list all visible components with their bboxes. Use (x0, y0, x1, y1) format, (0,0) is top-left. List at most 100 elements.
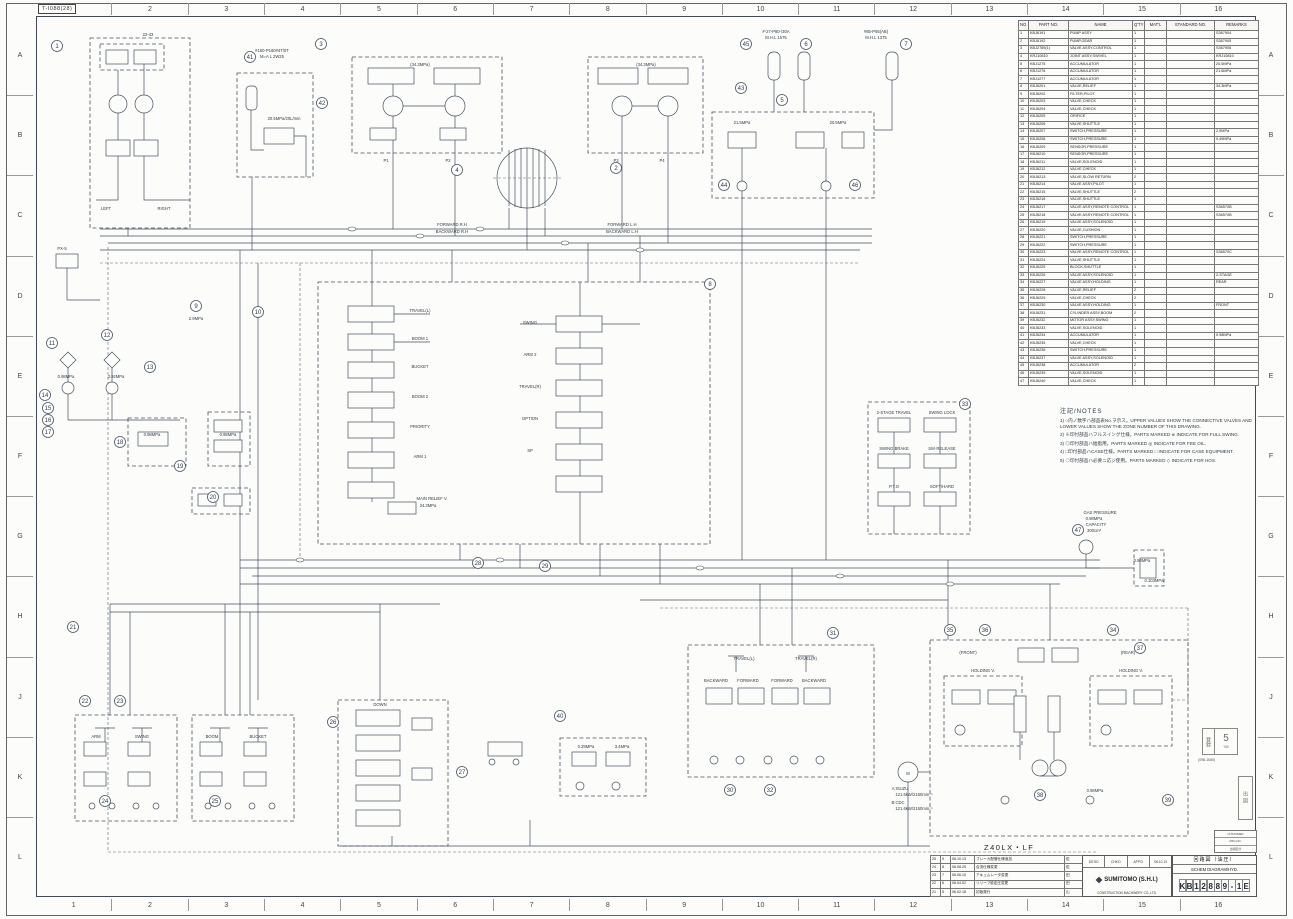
grid-label: 9 (645, 3, 722, 15)
svg-text:24: 24 (102, 799, 109, 805)
company-subtitle: CONSTRUCTION MACHINERY CO.,LTD. (1097, 891, 1157, 895)
item-balloon-36: 36 (979, 624, 991, 636)
grid-label: 11 (798, 3, 874, 15)
grid-label: L (7, 816, 33, 897)
grid-label: B (1258, 95, 1284, 175)
schematic-label: (34.3MPa) (636, 62, 656, 67)
grid-label: 4 (263, 899, 340, 911)
grid-label: L (1258, 816, 1284, 897)
schematic-label: (34.3MPa) (410, 62, 430, 67)
grid-label: J (7, 656, 33, 737)
customer-box-row: CUSTOMER (1215, 831, 1256, 839)
svg-text:30: 30 (727, 788, 734, 794)
svg-text:43: 43 (738, 86, 745, 92)
grid-label: 12 (874, 3, 950, 15)
schematic-label: SWING BRAKE (879, 446, 909, 451)
svg-text:6: 6 (804, 42, 808, 48)
shuttle-valve-block (337, 699, 449, 847)
item-balloon-3: 3 (315, 38, 327, 50)
note-item: 4) □印付部品ハCASE仕様。PARTS MARKED □ INDICATE … (1060, 449, 1234, 455)
schematic-label: 0.29MPa (578, 744, 595, 749)
item-balloon-38: 38 (1034, 789, 1046, 801)
schematic-label: BACKWARD R.H (436, 229, 468, 234)
schematic-label: TRAVEL(L) (409, 308, 431, 313)
item-balloon-37: 37 (1134, 642, 1146, 654)
schematic-label: 0.98MPa (1134, 558, 1151, 563)
item-balloon-40: 40 (554, 710, 566, 722)
item-balloon-41: 41 (244, 51, 256, 63)
grid-label: B (7, 95, 33, 175)
schematic-label: 2.9MPa (189, 316, 204, 321)
schematic-label: ARM 1 (414, 454, 427, 459)
drawing-title-jp: 回路図（油圧） (1173, 856, 1256, 865)
item-balloon-32: 32 (764, 784, 776, 796)
schematic-label: 2-STAGE TRAVEL (877, 410, 912, 415)
grid-label: 2 (111, 3, 187, 15)
item-balloon-6: 6 (800, 38, 812, 50)
item-balloon-47: 47 (1072, 524, 1084, 536)
item-balloon-16: 16 (42, 414, 54, 426)
svg-text:39: 39 (1165, 798, 1172, 804)
item-balloon-15: 15 (42, 402, 54, 414)
schematic-label: BACKWARD (704, 678, 728, 683)
drawing-code-box: T-I088(28) (38, 4, 77, 14)
schematic-label: 0.98MPa (144, 432, 161, 437)
model-code: Z40LX・LF (984, 843, 1035, 852)
schematic-label: 0.103MPa (1144, 578, 1164, 583)
svg-text:8: 8 (708, 282, 712, 288)
approval-cell: CHK'D (1105, 856, 1128, 867)
approval-cell: '06.10.13 (1153, 859, 1167, 864)
grid-label: 15 (1103, 899, 1179, 911)
grid-label: 4 (263, 3, 340, 15)
schematic-label: PX-5 (57, 246, 67, 251)
schematic-label: ARM 2 (524, 352, 537, 357)
schematic-label: FORWARD (737, 678, 758, 683)
company-name: SUMITOMO (S.H.I.) (1083, 868, 1171, 891)
grid-label: F (7, 415, 33, 496)
schematic-label: SWING LOCK (929, 410, 956, 415)
svg-text:2: 2 (614, 166, 618, 172)
item-balloon-29: 29 (539, 560, 551, 572)
grid-label: 7 (492, 3, 569, 15)
drawing-number-char: E (1242, 878, 1250, 892)
grid-label: G (7, 496, 33, 576)
schematic-label: FORWARD (771, 678, 792, 683)
schematic-label: ARM (91, 734, 101, 739)
svg-text:27: 27 (459, 770, 466, 776)
item-balloon-2: 2 (610, 162, 622, 174)
item-balloon-22: 22 (79, 695, 91, 707)
grid-label: E (7, 335, 33, 416)
notes-section: 注記/NOTES 1) ○内ノ数字ハ部品表No.ヲ示ス。UPPER VALUES… (1060, 406, 1258, 466)
grid-label: 11 (798, 899, 874, 911)
schematic-label: BACKWARD L.H (606, 229, 638, 234)
svg-text:18: 18 (117, 440, 124, 446)
pilot-line-filters (55, 253, 251, 515)
svg-text:15: 15 (45, 406, 52, 412)
grid-label: J (1258, 656, 1284, 737)
grid-label: C (7, 175, 33, 255)
schematic-label: BUCKET (250, 734, 267, 739)
note-item: 5) ◇印付部品ハ必要ニ応ジ使用。PARTS MARKED ◇ INDICATE… (1060, 457, 1217, 463)
schematic-label: BOOM 1 (412, 336, 429, 341)
